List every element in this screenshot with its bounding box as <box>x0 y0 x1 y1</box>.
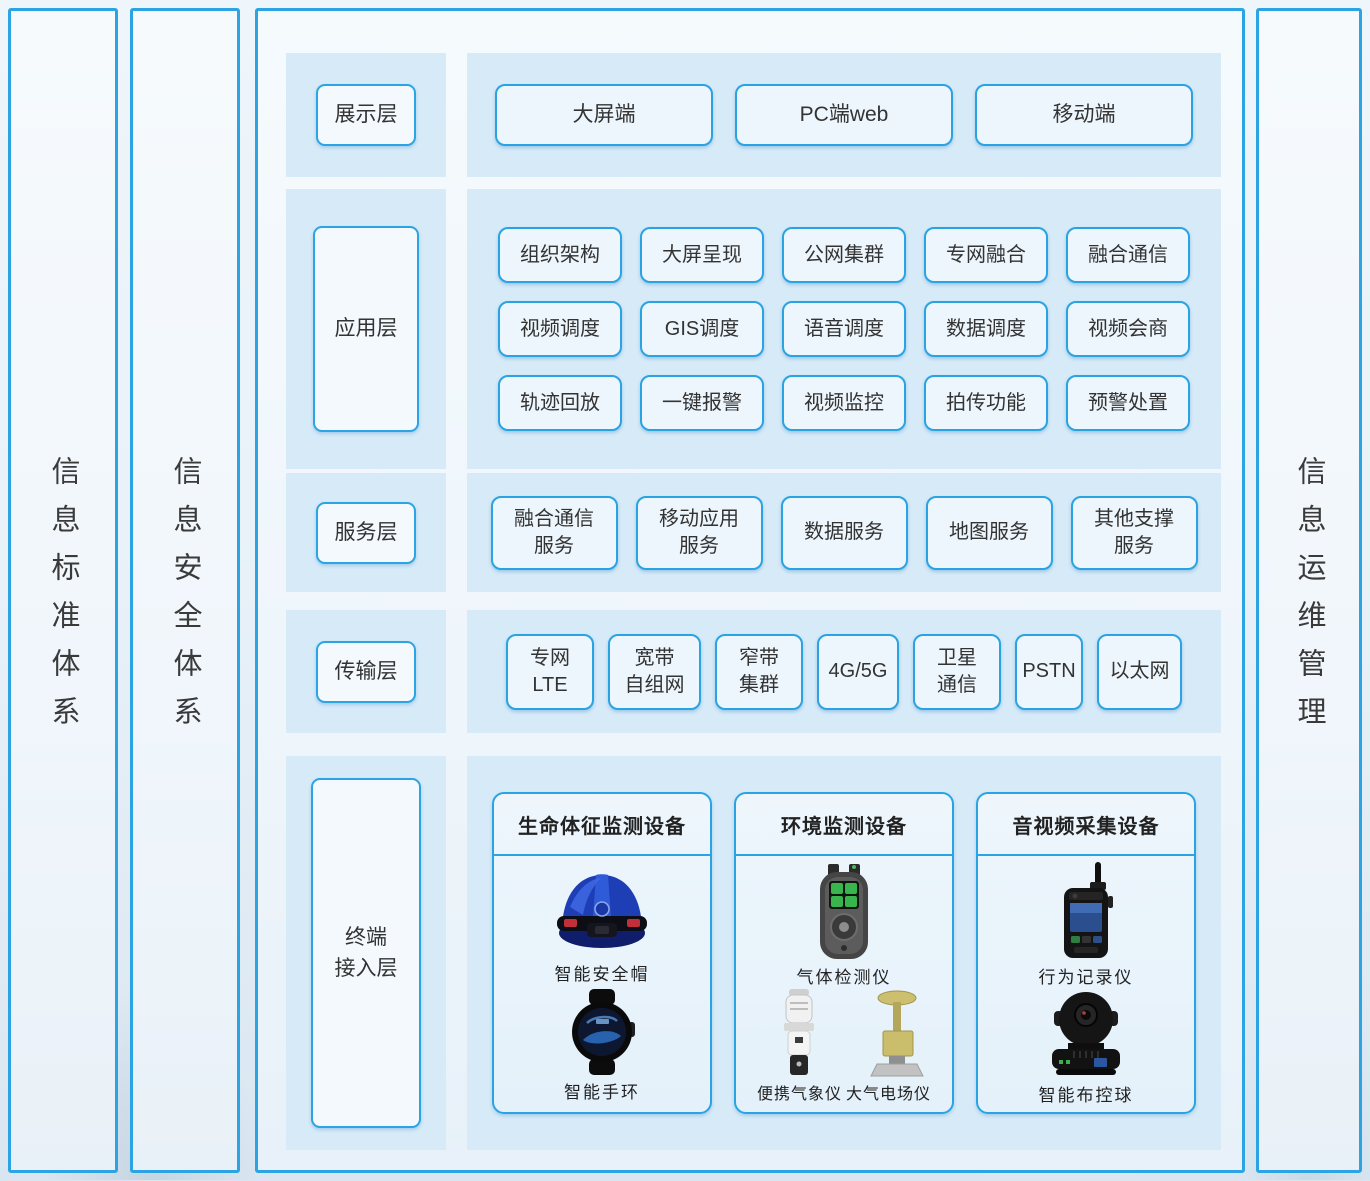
application-item: 视频调度 <box>498 301 622 357</box>
device-label: 智能布控球 <box>1038 1086 1134 1105</box>
transport-item: 卫星 通信 <box>913 633 1001 710</box>
application-item: 轨迹回放 <box>498 375 622 431</box>
service-item: 其他支撑 服务 <box>1070 495 1198 570</box>
service-item: 融合通信 服务 <box>490 495 618 570</box>
efield-meter-icon <box>849 989 929 1077</box>
device-row: 智能布控球 <box>1034 988 1138 1106</box>
application-items-row: 视频调度 GIS调度语音调度数据调度视频会商 <box>467 301 1221 357</box>
device-label: 智能手环 <box>564 1082 640 1102</box>
layer-row-presentation: 展示层 大屏端 PC端web 移动端 <box>258 53 1242 177</box>
application-items-row: 组织架构大屏呈现公网集群专网融合融合通信 <box>467 227 1221 283</box>
presentation-label-band: 展示层 <box>286 53 446 177</box>
device-row: 智能手环 <box>563 988 641 1103</box>
transport-item: 宽带 自组网 <box>608 633 701 710</box>
application-item: 组织架构 <box>498 227 622 283</box>
pillar-information-operations: 信息运维管理 <box>1256 8 1362 1173</box>
presentation-content-band: 大屏端 PC端web 移动端 <box>467 53 1221 177</box>
application-items-row: 轨迹回放一键报警视频监控拍传功能预警处置 <box>467 375 1221 431</box>
device-row: 气体检测仪 <box>796 863 892 988</box>
device-card-body: 智能安全帽 智能手环 <box>494 856 710 1112</box>
device-row: 便携气象仪 大气电场仪 <box>757 989 931 1104</box>
transport-item: 专网 LTE <box>506 633 594 710</box>
transport-item: 4G/5G <box>817 633 899 710</box>
pillar-label: 信息安全体系 <box>169 456 201 744</box>
application-item: 大屏呈现 <box>640 227 764 283</box>
device-row: 行为记录仪 <box>1039 862 1134 988</box>
application-item: GIS调度 <box>640 301 764 357</box>
device-card: 生命体征监测设备 智能安全帽 智能手环 <box>492 792 712 1114</box>
pillar-label: 信息标准体系 <box>47 456 79 744</box>
service-item: 地图服务 <box>925 495 1053 570</box>
layer-label-transport: 传输层 <box>316 640 416 703</box>
device: 智能安全帽 <box>549 865 655 985</box>
application-content-band: 组织架构大屏呈现公网集群专网融合融合通信视频调度 GIS调度语音调度数据调度视频会… <box>467 189 1221 469</box>
pillar-label: 信息运维管理 <box>1293 456 1325 744</box>
transport-item: PSTN <box>1015 633 1083 710</box>
service-label-band: 服务层 <box>286 473 446 592</box>
service-content-band: 融合通信 服务移动应用 服务数据服务地图服务其他支撑 服务 <box>467 473 1221 592</box>
layer-label-application: 应用层 <box>313 226 419 432</box>
device: 气体检测仪 <box>796 863 892 988</box>
layer-row-terminal: 终端 接入层生命体征监测设备 智能安全帽 智能手环环境监测设备 气体检测仪 便携… <box>258 756 1242 1150</box>
service-item: 移动应用 服务 <box>635 495 763 570</box>
application-item: 公网集群 <box>782 227 906 283</box>
portable-weather-icon <box>776 989 822 1077</box>
device-card-title: 音视频采集设备 <box>978 794 1194 856</box>
presentation-item: PC端web <box>735 84 953 146</box>
smart-helmet-icon <box>549 865 655 957</box>
transport-item: 窄带 集群 <box>715 633 803 710</box>
application-item: 专网融合 <box>924 227 1048 283</box>
transport-item: 以太网 <box>1097 633 1182 710</box>
device-label: 智能安全帽 <box>554 965 650 985</box>
presentation-item: 移动端 <box>975 84 1193 146</box>
layer-label-terminal: 终端 接入层 <box>311 778 421 1128</box>
ptz-ball-icon <box>1034 988 1138 1078</box>
application-item: 预警处置 <box>1066 375 1190 431</box>
application-item: 数据调度 <box>924 301 1048 357</box>
device-card-title: 环境监测设备 <box>736 794 952 856</box>
device-label: 气体检测仪 <box>796 967 892 987</box>
smart-watch-icon <box>563 988 641 1075</box>
device-label: 大气电场仪 <box>846 1086 932 1104</box>
device: 大气电场仪 <box>846 989 931 1104</box>
application-label-band: 应用层 <box>286 189 446 469</box>
device-card: 环境监测设备 气体检测仪 便携气象仪 大气电场仪 <box>734 792 954 1114</box>
device-row: 智能安全帽 <box>549 865 655 985</box>
device: 便携气象仪 <box>757 989 842 1104</box>
application-item: 视频监控 <box>782 375 906 431</box>
presentation-item: 大屏端 <box>495 84 713 146</box>
layer-row-service: 服务层融合通信 服务移动应用 服务数据服务地图服务其他支撑 服务 <box>258 473 1242 592</box>
service-item: 数据服务 <box>780 495 908 570</box>
device-card-title: 生命体征监测设备 <box>494 794 710 856</box>
application-item: 融合通信 <box>1066 227 1190 283</box>
device-label: 行为记录仪 <box>1038 968 1134 987</box>
pillar-information-security: 信息安全体系 <box>130 8 240 1173</box>
application-item: 语音调度 <box>782 301 906 357</box>
device-card: 音视频采集设备 行为记录仪 智能布控球 <box>976 792 1196 1114</box>
device-card-body: 气体检测仪 便携气象仪 大气电场仪 <box>736 856 952 1112</box>
body-camera-icon <box>1049 862 1123 960</box>
device-card-body: 行为记录仪 智能布控球 <box>978 856 1194 1112</box>
device: 智能布控球 <box>1034 988 1138 1106</box>
layer-label-presentation: 展示层 <box>316 84 416 146</box>
application-item: 一键报警 <box>640 375 764 431</box>
application-item: 拍传功能 <box>924 375 1048 431</box>
gas-detector-icon <box>805 863 883 960</box>
pillar-information-standards: 信息标准体系 <box>8 8 118 1173</box>
device: 智能手环 <box>563 988 641 1103</box>
device-label: 便携气象仪 <box>756 1086 842 1104</box>
transport-label-band: 传输层 <box>286 610 446 733</box>
terminal-content-band: 生命体征监测设备 智能安全帽 智能手环环境监测设备 气体检测仪 便携气象仪 大气… <box>467 756 1221 1150</box>
layer-label-service: 服务层 <box>316 501 416 564</box>
application-item: 视频会商 <box>1066 301 1190 357</box>
terminal-label-band: 终端 接入层 <box>286 756 446 1150</box>
device: 行为记录仪 <box>1039 862 1134 988</box>
